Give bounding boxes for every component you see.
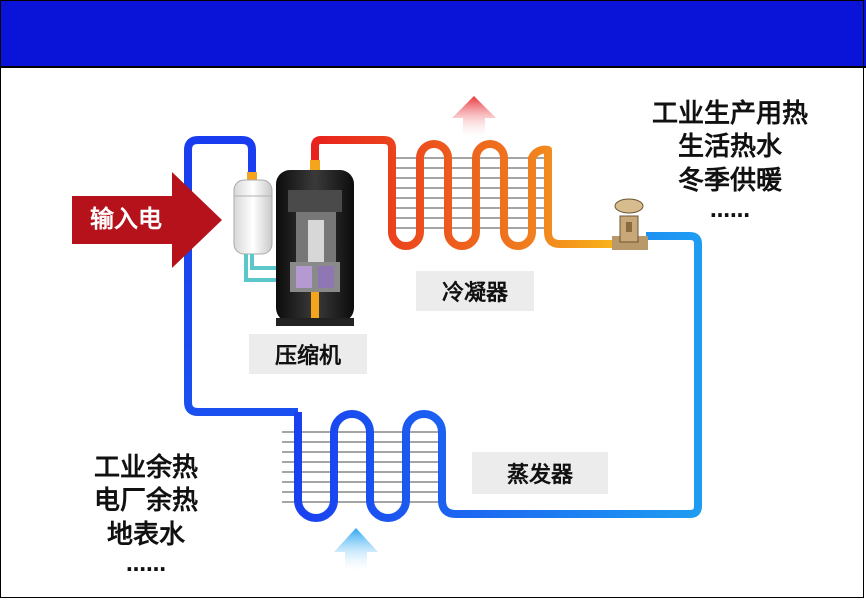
condenser-coil [311, 136, 612, 250]
heat-source-item: …… [126, 551, 166, 576]
title-bar [0, 0, 866, 68]
heat-source-item: 电厂余热 [93, 486, 198, 517]
expansion-valve-icon [612, 198, 648, 250]
compressor-label: 压缩机 [249, 334, 367, 374]
evaporator-label: 蒸发器 [472, 452, 608, 494]
input-power-label: 输入电 [90, 205, 162, 233]
evaporator-fins [282, 431, 444, 503]
scroll-compressor-icon [276, 160, 354, 326]
accumulator-tank-icon [233, 172, 290, 282]
heat-sources-list: 工业余热 电厂余热 地表水 …… [66, 452, 226, 577]
evaporator-coil [294, 232, 702, 522]
condenser-label: 冷凝器 [416, 271, 534, 311]
heat-output-item: …… [710, 197, 750, 222]
heat-source-item: 地表水 [106, 519, 185, 550]
heat-source-item: 工业余热 [93, 453, 198, 483]
condenser-fins [388, 157, 552, 229]
heat-output-item: 工业生产用热 [651, 99, 808, 129]
heat-out-arrow-icon [452, 96, 496, 140]
heat-in-arrow-icon [334, 528, 378, 574]
input-power-arrow-icon [72, 172, 222, 268]
suction-pipe [184, 136, 298, 416]
heat-output-item: 生活热水 [677, 132, 782, 163]
heat-output-item: 冬季供暖 [677, 165, 782, 196]
heat-outputs-list: 工业生产用热 生活热水 冬季供暖 …… [630, 98, 830, 223]
